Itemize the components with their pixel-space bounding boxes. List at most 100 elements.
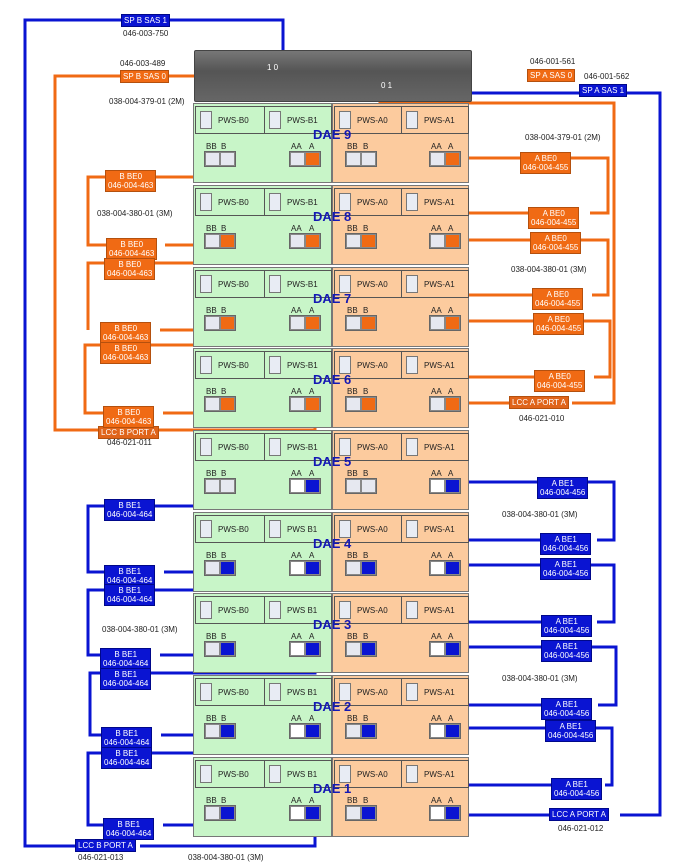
power-supply: PWS-A1 [401,270,469,298]
sas-port [205,561,220,575]
sas-port [205,724,220,738]
dae-title: DAE 3 [313,617,352,632]
port-pair-a [429,396,461,412]
sas-port [290,724,305,738]
sas-port [290,561,305,575]
power-supply: PWS-A1 [401,188,469,216]
sp-a-sas1-tag: SP A SAS 1 [579,84,628,97]
port-pair-b [204,396,236,412]
power-supply: PWS B1 [264,678,332,706]
sas-port [346,152,361,166]
port-pair-b [345,396,377,412]
sas-port [346,724,361,738]
dae-title: DAE 1 [313,781,352,796]
sas-port [445,806,460,820]
sas-port [430,724,445,738]
sas-port [220,479,235,493]
storage-processor-enclosure: 1 0 0 1 [194,50,472,102]
sas-port [445,561,460,575]
cable-3m-left-lower: 038-004-380-01 (3M) [102,625,178,634]
sp-b-sas1-pn: 046-003-750 [123,29,169,38]
power-supply: PWS-B1 [264,106,332,134]
dae-title: DAE 4 [313,536,352,551]
port-pair-a [429,805,461,821]
sas-port [205,397,220,411]
sas-port [346,642,361,656]
power-supply: PWS-B1 [264,188,332,216]
port-pair-a [289,641,321,657]
sas-port [361,561,376,575]
sas-port [361,806,376,820]
sas-port [205,316,220,330]
sas-port [346,234,361,248]
sas-port [290,152,305,166]
sas-port [430,806,445,820]
sas-port [361,316,376,330]
sas-port [205,152,220,166]
power-supply: PWS-A1 [401,596,469,624]
sas-port [305,397,320,411]
lcc-a-port-a-top-pn: 046-021-010 [519,414,565,423]
spa-port-label: 0 1 [381,81,393,90]
sas-port [430,479,445,493]
sas-port [220,316,235,330]
power-supply: PWS-B0 [195,270,265,298]
cable-3m-right-lower: 038-004-380-01 (3M) [502,674,578,683]
sas-port [430,234,445,248]
lcc-b-port-a-bottom-pn: 046-021-013 [78,853,124,862]
sas-port [220,724,235,738]
sas-port [445,642,460,656]
port-pair-a [289,805,321,821]
sas-port [445,724,460,738]
sas-port [305,561,320,575]
power-supply: PWS-B0 [195,433,265,461]
spb-port-label: 1 0 [267,63,279,72]
sas-port [290,234,305,248]
sas-port [305,234,320,248]
sp-a-sas1-pn: 046-001-562 [584,72,630,81]
sas-port [445,234,460,248]
port-pair-b [204,233,236,249]
power-supply: PWS B1 [264,515,332,543]
sas-port [290,479,305,493]
lcc-b-port-a-top-pn: 046-021-011 [107,438,152,447]
dae-title: DAE 7 [313,291,352,306]
sas-port [445,479,460,493]
sas-port [305,316,320,330]
dae-title: DAE 6 [313,372,352,387]
sas-port [205,806,220,820]
cable-2m-left: 038-004-379-01 (2M) [109,97,185,106]
port-pair-a [429,641,461,657]
sas-port [430,397,445,411]
sas-port [220,642,235,656]
port-pair-b [345,805,377,821]
port-pair-b [345,315,377,331]
sp-b-sas0-pn: 046-003-489 [120,59,166,68]
power-supply: PWS-A0 [334,596,402,624]
port-pair-b [345,641,377,657]
sas-port [346,316,361,330]
